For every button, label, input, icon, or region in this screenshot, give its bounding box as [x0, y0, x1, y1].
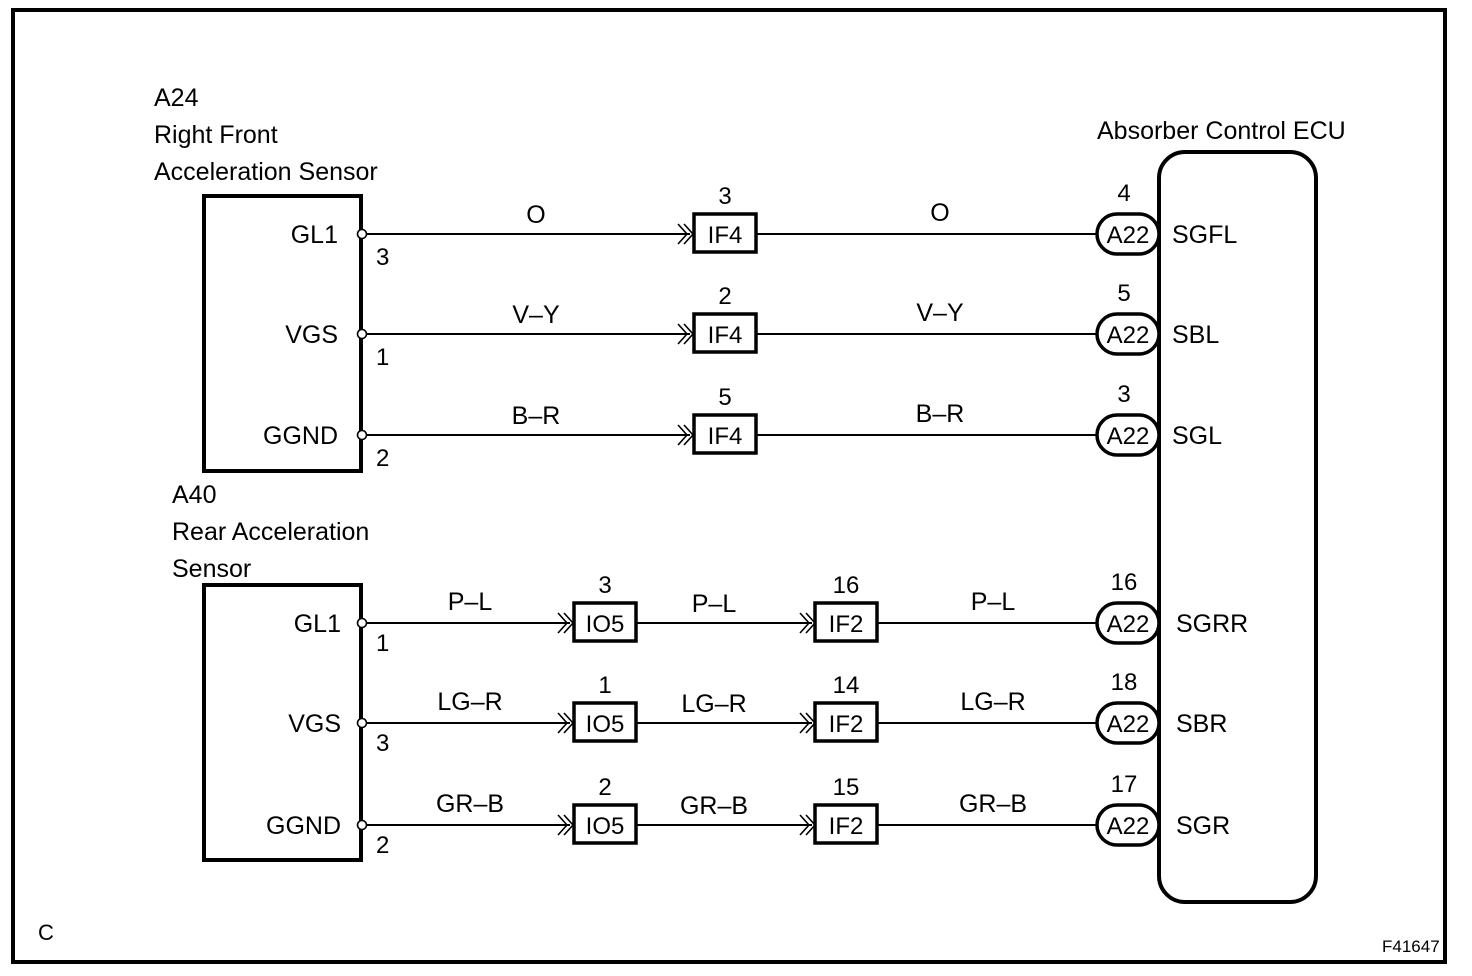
- sensor-a40-name-line2: Sensor: [172, 555, 251, 583]
- a24-circuit-2-junction-0-label: IF4: [708, 423, 743, 450]
- a24-circuit-0-ecu-connector: [1095, 212, 1161, 256]
- a40-circuit-1-wire-color-1: LG–R: [437, 688, 502, 716]
- a40-circuit-2-wire-color-1: GR–B: [436, 790, 504, 818]
- sensor-a24-name-line2: Acceleration Sensor: [154, 158, 378, 186]
- a40-circuit-2-junction-0-label: IO5: [586, 813, 625, 840]
- sensor-a24-name-line1: Right Front: [154, 121, 278, 149]
- a24-circuit-0-terminal: GL1: [291, 221, 338, 249]
- a40-circuit-0-junction-1-label: IF2: [829, 611, 864, 638]
- a24-circuit-1-wire-color-1: V–Y: [512, 301, 560, 329]
- a40-circuit-2-ecu-pin: 17: [1111, 771, 1138, 798]
- a40-circuit-0-junction-0-label: IO5: [586, 611, 625, 638]
- a40-circuit-2-ecu-connector-label: A22: [1107, 813, 1150, 840]
- a24-circuit-0-ecu-connector-label: A22: [1107, 222, 1150, 249]
- a40-circuit-2-terminal: GGND: [266, 812, 341, 840]
- a24-circuit-0-junction-0-box: [692, 212, 758, 254]
- a24-circuit-1-ecu-connector-label: A22: [1107, 322, 1150, 349]
- a24-circuit-1-junction-0-pin: 2: [718, 283, 731, 310]
- a24-circuit-0-junction-0-label: IF4: [708, 222, 743, 249]
- a24-circuit-0-ecu-pin: 4: [1117, 180, 1130, 207]
- a24-circuit-1-junction-0-label: IF4: [708, 322, 743, 349]
- a24-circuit-2-terminal-dot: [356, 429, 368, 441]
- a40-circuit-2-ecu-terminal: SGR: [1176, 812, 1230, 840]
- a40-circuit-0-wire-color-3: P–L: [971, 588, 1016, 616]
- a40-circuit-0-ecu-connector-label: A22: [1107, 611, 1150, 638]
- a24-circuit-0-sensor-pin: 3: [376, 244, 389, 271]
- a40-circuit-2-junction-1-pin: 15: [833, 774, 860, 801]
- a24-circuit-2-junction-0-pin: 5: [718, 384, 731, 411]
- a40-circuit-0-sensor-pin: 1: [376, 630, 389, 657]
- a40-circuit-1-terminal: VGS: [288, 710, 341, 738]
- a24-circuit-0-ecu-terminal: SGFL: [1172, 221, 1237, 249]
- a40-circuit-0-junction-1-pin: 16: [833, 572, 860, 599]
- a40-circuit-2-ecu-connector: [1095, 803, 1161, 847]
- a40-circuit-1-ecu-terminal: SBR: [1176, 710, 1227, 738]
- a40-circuit-2-terminal-dot: [356, 819, 368, 831]
- a40-circuit-0-ecu-connector: [1095, 601, 1161, 645]
- a40-circuit-0-junction-0-pin: 3: [598, 572, 611, 599]
- a24-circuit-2-sensor-pin: 2: [376, 445, 389, 472]
- a40-circuit-1-wire-color-2: LG–R: [681, 690, 746, 718]
- a40-circuit-2-wire-color-3: GR–B: [959, 790, 1027, 818]
- a40-circuit-0-terminal: GL1: [294, 610, 341, 638]
- sensor-a40-name-line1: Rear Acceleration: [172, 518, 369, 546]
- a24-circuit-2-ecu-pin: 3: [1117, 381, 1130, 408]
- a24-circuit-1-terminal-dot: [356, 328, 368, 340]
- a40-circuit-1-ecu-connector-label: A22: [1107, 711, 1150, 738]
- diagram-frame: [11, 8, 1447, 964]
- figure-id: F41647: [1382, 937, 1440, 956]
- a24-circuit-1-sensor-pin: 1: [376, 344, 389, 371]
- a24-circuit-0-terminal-dot: [356, 228, 368, 240]
- a40-circuit-0-terminal-dot: [356, 617, 368, 629]
- a40-circuit-2-sensor-pin: 2: [376, 832, 389, 859]
- a24-circuit-2-ecu-connector: [1095, 413, 1161, 457]
- a24-circuit-1-ecu-connector: [1095, 312, 1161, 356]
- a40-circuit-1-junction-1-label: IF2: [829, 711, 864, 738]
- a40-circuit-1-ecu-connector: [1095, 701, 1161, 745]
- a24-circuit-2-wire-color-2: B–R: [916, 400, 965, 428]
- a40-circuit-0-ecu-pin: 16: [1111, 569, 1138, 596]
- a40-circuit-0-ecu-terminal: SGRR: [1176, 610, 1248, 638]
- a40-circuit-2-junction-1-label: IF2: [829, 813, 864, 840]
- a40-circuit-1-junction-0-pin: 1: [598, 672, 611, 699]
- a40-circuit-1-junction-1-box: [813, 701, 879, 743]
- a24-circuit-2-wire-color-1: B–R: [512, 402, 561, 430]
- a24-circuit-1-ecu-pin: 5: [1117, 280, 1130, 307]
- a40-circuit-2-junction-1-box: [813, 803, 879, 845]
- a24-circuit-1-ecu-terminal: SBL: [1172, 321, 1219, 349]
- ecu-box: [1157, 150, 1318, 904]
- a40-circuit-1-ecu-pin: 18: [1111, 669, 1138, 696]
- a24-circuit-2-junction-0-box: [692, 413, 758, 455]
- a24-circuit-2-ecu-connector-label: A22: [1107, 423, 1150, 450]
- a24-circuit-0-wire-color-2: O: [930, 199, 949, 227]
- a40-circuit-1-junction-0-label: IO5: [586, 711, 625, 738]
- corner-mark: C: [38, 920, 54, 945]
- ecu-title: Absorber Control ECU: [1097, 117, 1346, 145]
- a24-circuit-0-wire-color-1: O: [526, 201, 545, 229]
- a40-circuit-0-wire-color-1: P–L: [448, 588, 493, 616]
- a40-circuit-1-wire-color-3: LG–R: [960, 688, 1025, 716]
- a40-circuit-0-wire-color-2: P–L: [692, 590, 737, 618]
- a24-circuit-1-terminal: VGS: [285, 321, 338, 349]
- a24-circuit-2-terminal: GGND: [263, 422, 338, 450]
- a24-circuit-0-junction-0-pin: 3: [718, 183, 731, 210]
- a40-circuit-2-junction-0-pin: 2: [598, 774, 611, 801]
- a40-circuit-1-sensor-pin: 3: [376, 730, 389, 757]
- a40-circuit-1-junction-1-pin: 14: [833, 672, 860, 699]
- a24-circuit-1-wire-color-2: V–Y: [916, 299, 964, 327]
- a40-circuit-2-wire-color-2: GR–B: [680, 792, 748, 820]
- sensor-a40-id: A40: [172, 481, 216, 509]
- sensor-a24-id: A24: [154, 84, 199, 112]
- a40-circuit-1-terminal-dot: [356, 717, 368, 729]
- a24-circuit-2-ecu-terminal: SGL: [1172, 422, 1222, 450]
